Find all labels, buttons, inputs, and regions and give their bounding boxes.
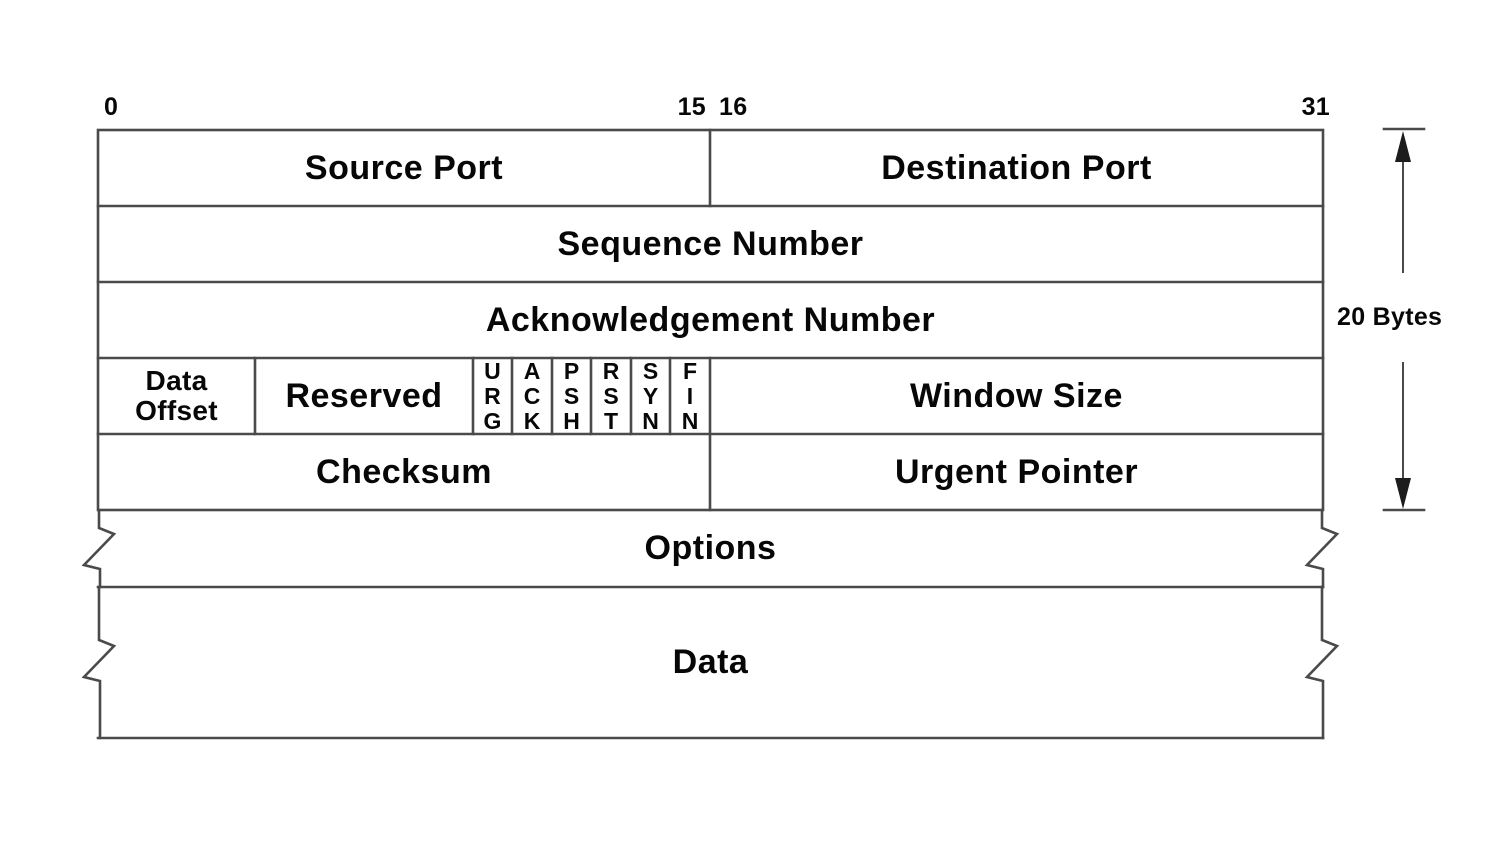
field-source-port: Source Port — [304, 148, 504, 187]
bit-label-15: 15 — [677, 93, 706, 121]
flag-syn: S Y N — [642, 357, 659, 434]
field-acknowledgement-number: Acknowledgement Number — [485, 300, 936, 339]
options-left-break — [81, 508, 117, 589]
bit-label-0: 0 — [104, 93, 119, 121]
flag-ack: A C K — [523, 357, 541, 434]
bit-label-16: 16 — [719, 93, 748, 121]
data-left-break — [81, 585, 117, 740]
field-reserved: Reserved — [285, 376, 443, 415]
up-arrowhead-icon — [1395, 131, 1411, 162]
field-window-size: Window Size — [910, 376, 1123, 415]
flag-psh: P S H — [563, 357, 580, 434]
field-data: Data — [672, 643, 749, 682]
data-right-break — [1304, 585, 1340, 740]
down-arrowhead-icon — [1395, 478, 1411, 509]
bit-label-31: 31 — [1301, 93, 1330, 121]
flag-rst: R S T — [602, 357, 620, 434]
options-right-break — [1304, 508, 1340, 589]
flag-urg: U R G — [483, 357, 502, 434]
field-urgent-pointer: Urgent Pointer — [894, 452, 1139, 491]
field-checksum: Checksum — [316, 452, 492, 491]
flag-fin: F I N — [681, 357, 699, 434]
field-data-offset: Data Offset — [135, 365, 218, 426]
field-options: Options — [644, 529, 777, 568]
field-destination-port: Destination Port — [881, 148, 1152, 187]
size-annotation-label: 20 Bytes — [1337, 303, 1443, 331]
field-sequence-number: Sequence Number — [557, 224, 864, 263]
